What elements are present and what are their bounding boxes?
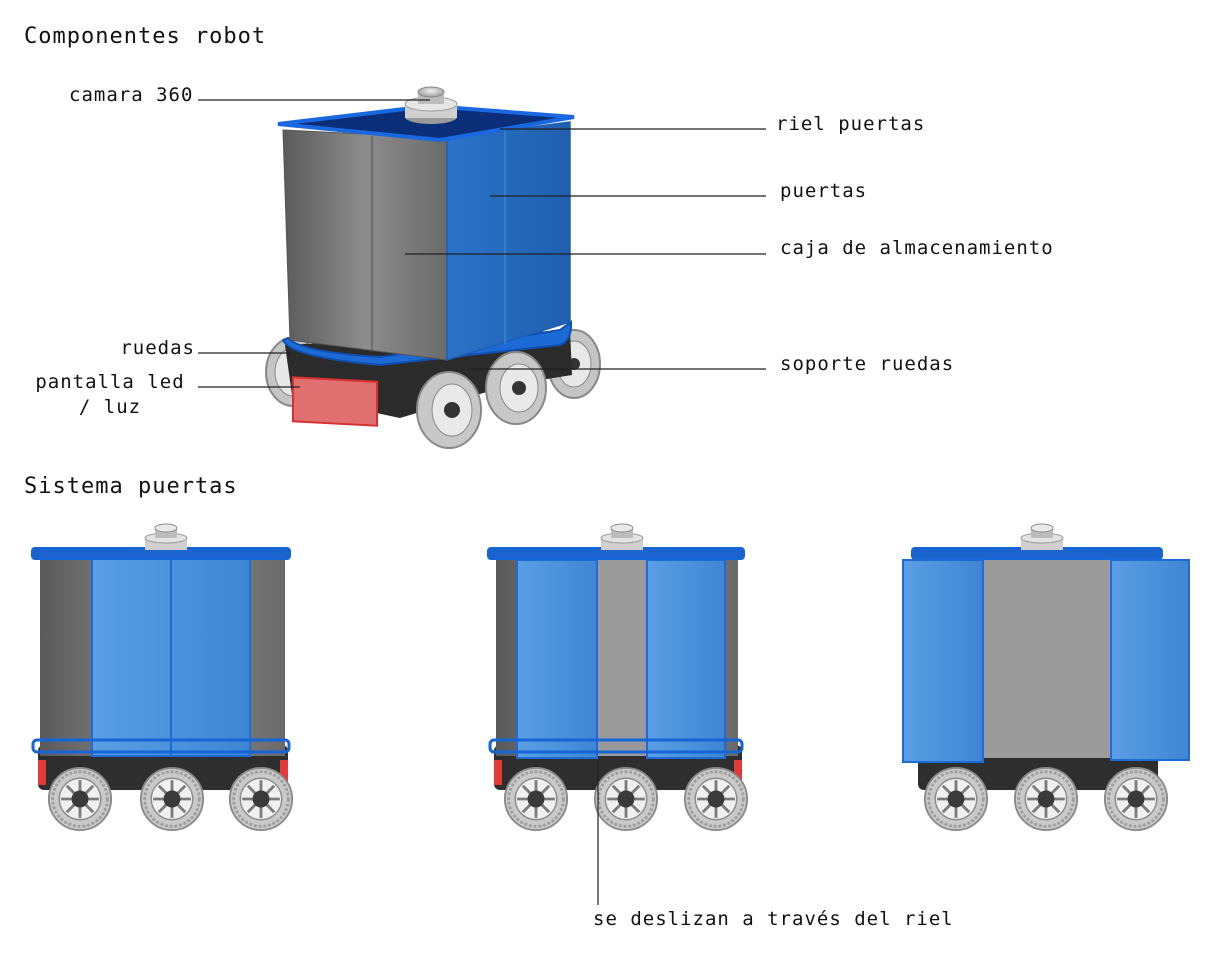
robot-doors-open xyxy=(902,523,1190,832)
label-storage-box: caja de almacenamiento xyxy=(780,237,1054,259)
camera-360-icon xyxy=(404,86,458,124)
label-doors: puertas xyxy=(780,180,868,202)
label-wheels: ruedas xyxy=(120,337,195,359)
label-led-line2: / luz xyxy=(78,396,142,418)
wheel-icon xyxy=(593,766,659,832)
leader-lines xyxy=(198,99,766,388)
wheel-icon xyxy=(1103,766,1169,832)
label-wheel-support: soporte ruedas xyxy=(780,353,955,375)
label-slide-note: se deslizan a través del riel xyxy=(593,908,954,930)
wheel-icon xyxy=(47,766,113,832)
wheel-icon xyxy=(923,766,989,832)
wheel-icon xyxy=(683,766,749,832)
label-led-line1: pantalla led xyxy=(35,371,185,393)
robot-doors-sliding xyxy=(487,523,749,905)
label-rail: riel puertas xyxy=(776,113,926,135)
label-camera: camara 360 xyxy=(69,84,194,106)
wheel-icon xyxy=(503,766,569,832)
wheel-icon xyxy=(1013,766,1079,832)
wheel-icon xyxy=(228,766,294,832)
robot-doors-closed xyxy=(31,523,294,832)
section-title-components: Componentes robot xyxy=(24,24,267,49)
wheel-icon xyxy=(416,351,547,449)
led-panel-icon xyxy=(292,376,378,427)
robot-3d-view xyxy=(265,86,601,449)
section-title-doors: Sistema puertas xyxy=(24,474,238,499)
wheel-icon xyxy=(139,766,205,832)
